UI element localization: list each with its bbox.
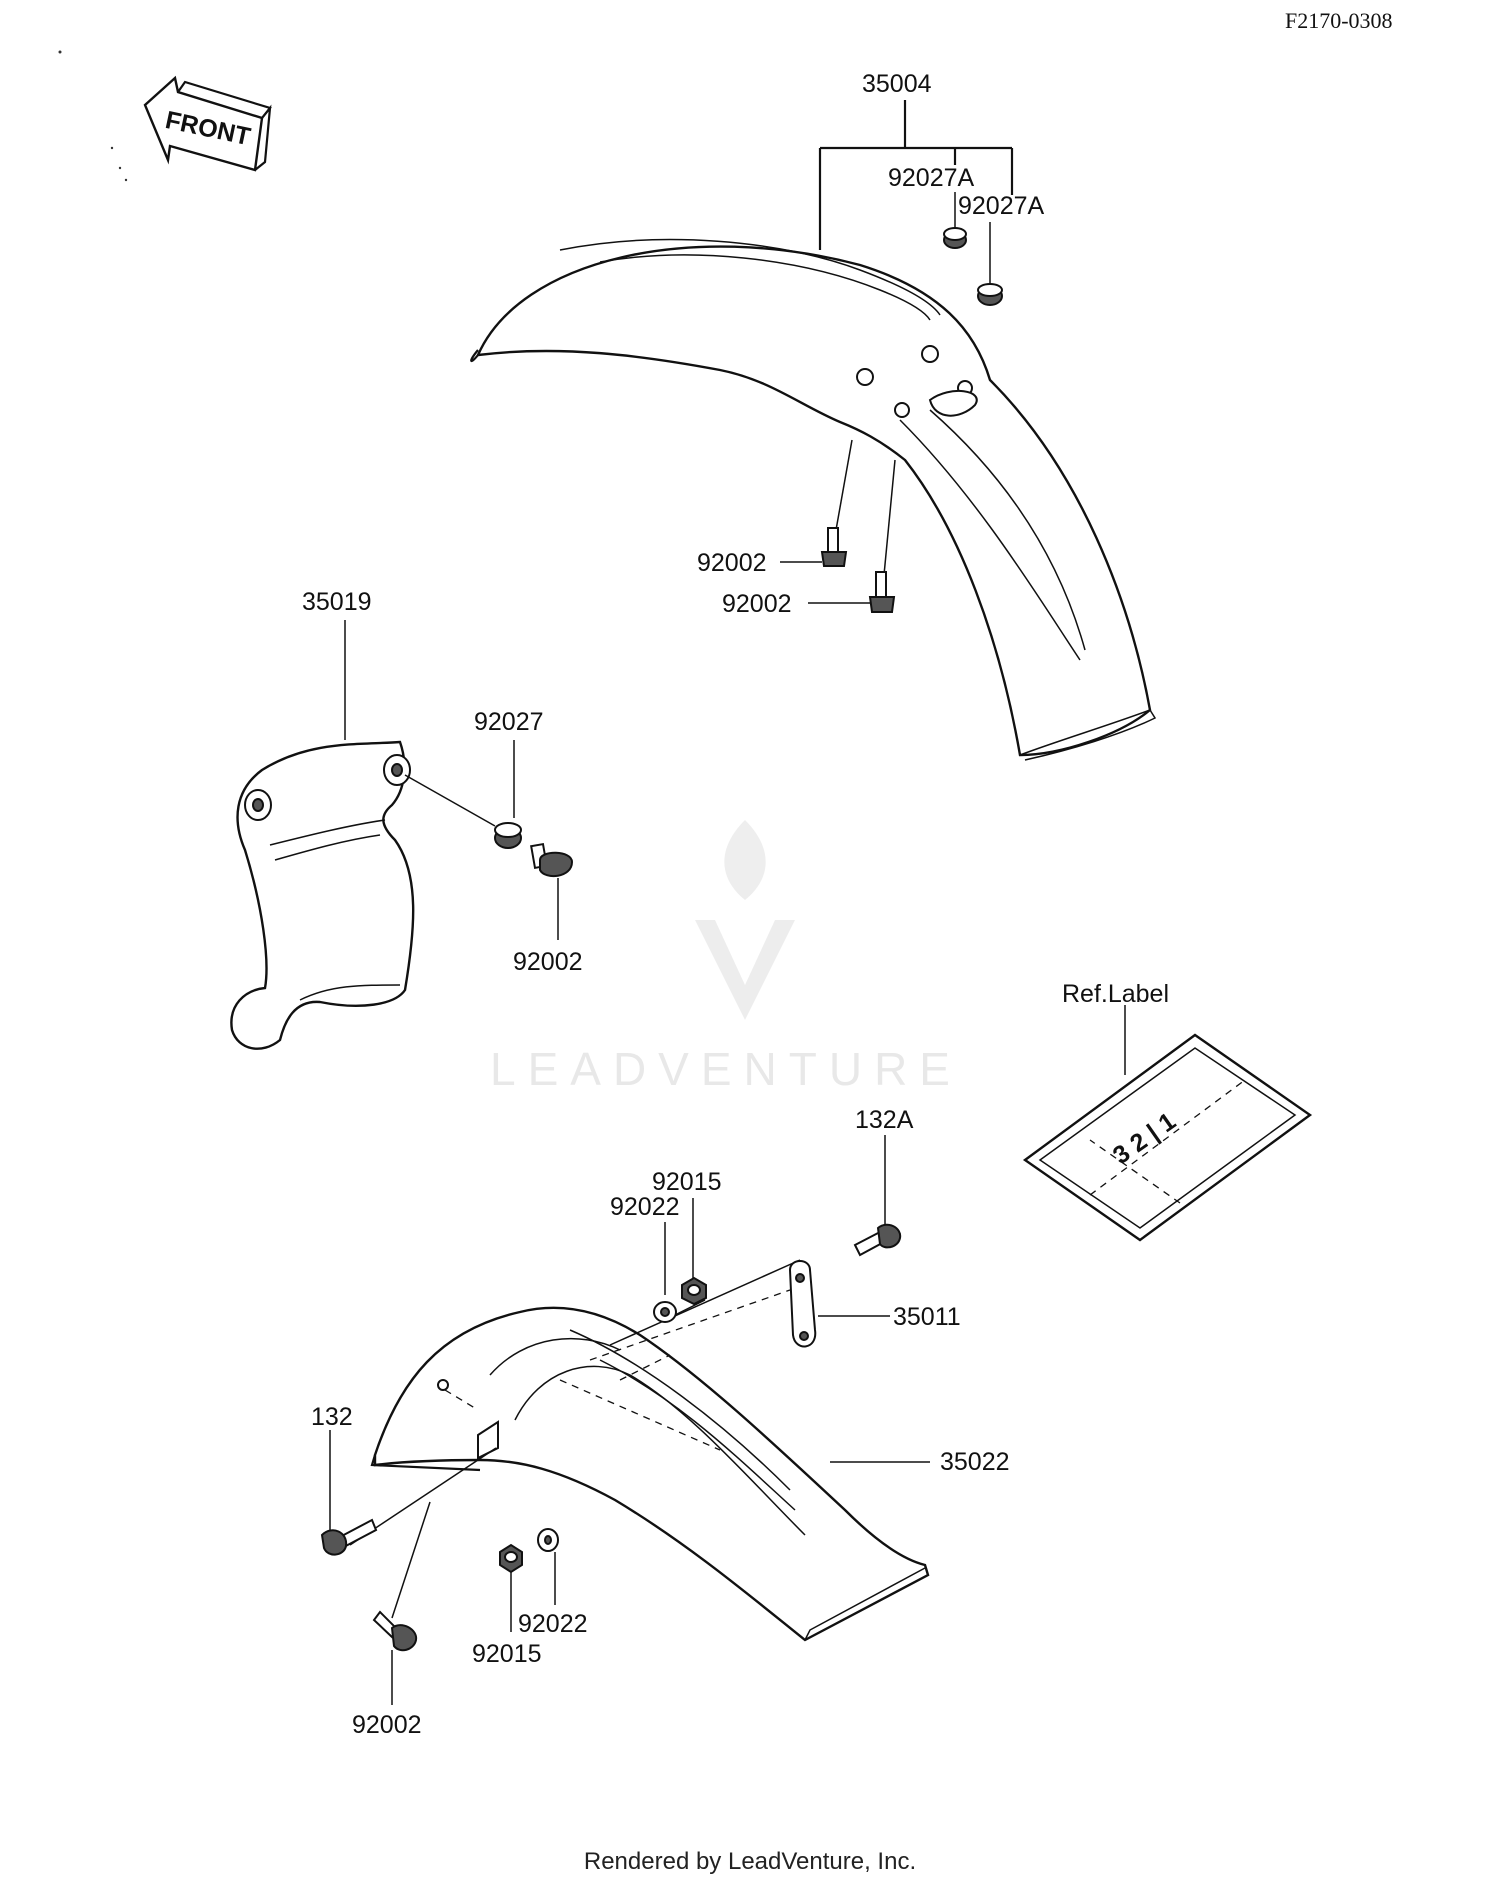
part-label-35011[interactable]: 35011 [893, 1303, 961, 1331]
ref-label-decal[interactable]: 3 2 | 1 [1022, 1005, 1313, 1242]
bracket-35011[interactable] [788, 1260, 890, 1348]
guard-35019[interactable] [230, 620, 496, 1050]
part-label-35019[interactable]: 35019 [302, 588, 372, 616]
washer-92022-upper-icon[interactable] [653, 1222, 677, 1323]
part-label-92002-guard[interactable]: 92002 [513, 948, 583, 976]
grommet-92027A-icon[interactable] [943, 192, 967, 249]
leadventure-watermark: LEADVENTURE [490, 820, 962, 1095]
part-label-92027A-lower[interactable]: 92027A [958, 192, 1045, 220]
part-label-ref-label[interactable]: Ref.Label [1062, 980, 1169, 1008]
part-label-92002-front-a[interactable]: 92002 [697, 549, 767, 577]
part-label-92015-upper[interactable]: 92015 [652, 1168, 722, 1196]
grommet-92027A-icon[interactable] [977, 222, 1003, 306]
scan-specks [58, 50, 128, 182]
flame-icon [724, 820, 766, 900]
footer-credit: Rendered by LeadVenture, Inc. [583, 1848, 917, 1875]
grommet-92027-icon[interactable] [494, 740, 522, 849]
part-label-92002-rear[interactable]: 92002 [352, 1711, 422, 1739]
fender-bolt-hole [856, 368, 874, 386]
part-label-92015-lower[interactable]: 92015 [472, 1640, 542, 1668]
part-label-132[interactable]: 132 [311, 1403, 353, 1431]
part-label-35004[interactable]: 35004 [862, 70, 932, 98]
nut-92015-upper-icon[interactable] [681, 1198, 707, 1306]
front-fender-35004[interactable] [470, 238, 1157, 761]
part-label-92022-lower[interactable]: 92022 [518, 1610, 588, 1638]
part-label-35022[interactable]: 35022 [940, 1448, 1010, 1476]
fender-bolt-hole [921, 345, 939, 363]
part-label-92002-front-b[interactable]: 92002 [722, 590, 792, 618]
bolt-92002-front-a-icon[interactable] [780, 439, 853, 567]
part-label-92027[interactable]: 92027 [474, 708, 544, 736]
part-label-92027A-upper[interactable]: 92027A [888, 164, 975, 192]
rear-fender-35022[interactable] [370, 1289, 930, 1642]
washer-92022-lower-icon[interactable] [537, 1528, 559, 1605]
leader-35004 [818, 100, 1014, 250]
front-direction-arrow: FRONT [143, 75, 272, 172]
bolt-132-icon[interactable] [320, 1430, 378, 1556]
bolt-92002-rear-icon[interactable] [372, 1610, 418, 1705]
bolt-92002-guard-icon[interactable] [530, 842, 574, 940]
watermark-text: LEADVENTURE [490, 1043, 962, 1095]
diagram-ref-code: F2170-0308 [1285, 8, 1393, 33]
v-logo-icon [695, 920, 795, 1020]
nut-92015-lower-icon[interactable] [499, 1543, 523, 1632]
bolt-132A-icon[interactable] [853, 1135, 902, 1257]
part-label-92022-upper[interactable]: 92022 [610, 1193, 680, 1221]
bolt-92002-front-b-icon[interactable] [808, 459, 896, 613]
fender-bolt-hole [894, 402, 910, 418]
part-label-132A[interactable]: 132A [855, 1106, 914, 1134]
